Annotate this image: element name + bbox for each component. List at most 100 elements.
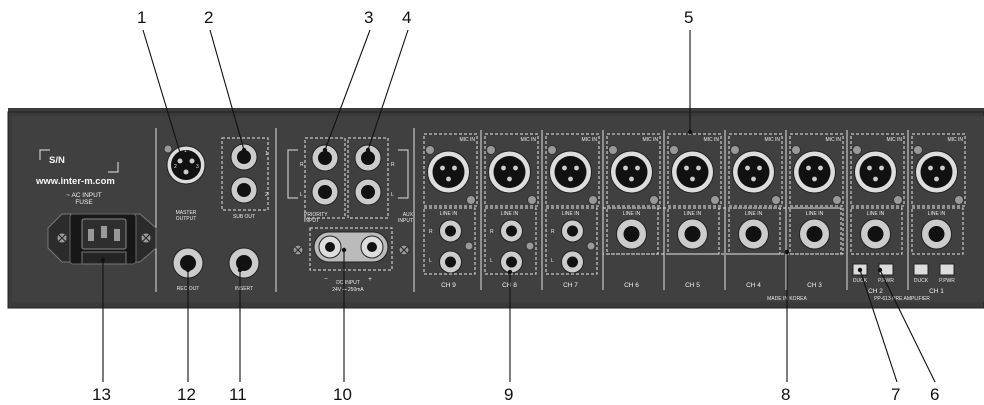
line-in-label-2: LINE IN <box>501 211 519 217</box>
pwr-switch-9 <box>939 263 955 276</box>
line-in-label-5: LINE IN <box>684 211 702 217</box>
aux-input-box <box>347 137 389 219</box>
aux-input-label: AUX <box>403 212 414 218</box>
aux-input-label-2: INPUT <box>398 218 413 224</box>
line-in-pin-l-2: L <box>490 258 493 264</box>
dc-plus-label: + <box>368 276 372 283</box>
master-output-label-2: OUTPUT <box>176 216 197 222</box>
sub-out-box <box>221 137 269 211</box>
callout-8: 8 <box>781 385 790 404</box>
callout-13: 13 <box>92 385 111 404</box>
callout-6: 6 <box>930 385 939 404</box>
duck-label-9: DUCK <box>914 278 929 284</box>
line-in-pin-r-3: R <box>551 229 555 235</box>
line-in-label-3: LINE IN <box>562 211 580 217</box>
line-in-label-8: LINE IN <box>867 211 885 217</box>
sub-out-pin-2: 2 <box>265 192 268 198</box>
panel-face <box>12 116 984 302</box>
line-in-label-9: LINE IN <box>928 211 946 217</box>
sub-out-label: SUB OUT <box>233 214 255 220</box>
mic-in-label-8: MIC IN <box>886 137 902 143</box>
channel-strip-5: MIC IN LINE IN CH 5 <box>663 130 722 290</box>
sub-out-jacks <box>230 143 258 204</box>
priority-pin-l: L <box>300 192 303 198</box>
aux-pin-l: L <box>391 192 394 198</box>
channel-strip-3: MIC IN LINE IN R L CH 7 <box>541 130 600 290</box>
callout-7: 7 <box>891 385 900 404</box>
website-label: www.inter-m.com <box>35 176 115 187</box>
master-output-label: MASTER <box>176 210 197 216</box>
line-in-label-4: LINE IN <box>623 211 641 217</box>
callout-11: 11 <box>229 385 247 404</box>
callout-12: 12 <box>177 385 196 404</box>
insert-label: INSERT <box>235 286 253 292</box>
mic-in-label-7: MIC IN <box>825 137 841 143</box>
leader-dots <box>100 129 883 275</box>
callout-2: 2 <box>204 8 213 27</box>
channel-strip-6: MIC IN LINE IN CH 4 <box>724 130 783 290</box>
pwr-label-8: P.PWR <box>878 278 894 284</box>
aux-bracket <box>398 149 409 199</box>
dc-input-label: DC INPUT <box>336 280 360 286</box>
channel-label-7: CH 3 <box>807 282 822 289</box>
line-in-pin-l-3: L <box>551 258 554 264</box>
xlr-pin-1: 1 <box>184 148 187 154</box>
channel-label-6: CH 4 <box>746 282 761 289</box>
line-in-pin-r-1: R <box>429 229 433 235</box>
priority-input-box <box>304 137 346 219</box>
channel-label-8: CH 2 <box>868 288 883 295</box>
priority-input-jacks <box>311 144 339 206</box>
callout-4: 4 <box>402 8 411 27</box>
priority-pin-r: R <box>300 162 304 168</box>
dc-input-jacks <box>292 231 410 263</box>
channel-label-1: CH 9 <box>441 282 456 289</box>
rec-out-jack <box>172 247 204 279</box>
line-in-label-1: LINE IN <box>440 211 458 217</box>
mono-line-in-group <box>602 207 844 255</box>
channel-label-3: CH 7 <box>563 282 578 289</box>
line-in-label-7: LINE IN <box>806 211 824 217</box>
ac-input-label: ~ AC INPUT <box>66 192 102 199</box>
section-dividers <box>155 128 415 292</box>
dc-input-box <box>309 227 393 271</box>
mic-in-label-9: MIC IN <box>947 137 963 143</box>
aux-pin-r: R <box>391 162 395 168</box>
mic-in-label-5: MIC IN <box>703 137 719 143</box>
channel-label-5: CH 5 <box>685 282 700 289</box>
ac-power-inlet <box>47 213 157 265</box>
priority-input-label-2: INPUT <box>304 218 319 224</box>
channel-strip-9: MIC IN LINE IN DUCK P.PWR CH 1 <box>907 130 966 295</box>
callout-10: 10 <box>333 385 352 404</box>
mic-in-label-2: MIC IN <box>520 137 536 143</box>
leader-lines <box>102 29 936 383</box>
serial-number-box <box>39 149 119 173</box>
callout-9: 9 <box>504 385 513 404</box>
mic-in-label-6: MIC IN <box>764 137 780 143</box>
channel-strip-7: MIC IN LINE IN CH 3 <box>785 130 844 290</box>
dc-minus-label: − <box>324 276 328 283</box>
xlr-pin-2: 2 <box>174 164 177 170</box>
line-in-label-6: LINE IN <box>745 211 763 217</box>
xlr-pin-3: 3 <box>196 164 199 170</box>
fuse-label: FUSE <box>75 199 93 206</box>
channel-strip-8: MIC IN LINE IN DUCK P.PWR CH 2 <box>846 130 905 295</box>
line-in-pin-l-1: L <box>429 258 432 264</box>
channel-label-9: CH 1 <box>929 288 944 295</box>
master-output-xlr <box>163 144 206 185</box>
priority-input-label: PRIORITY <box>304 212 328 218</box>
priority-bracket <box>287 149 298 199</box>
sn-label: S/N <box>49 155 65 166</box>
duck-switch-9 <box>913 263 929 276</box>
mic-in-label-3: MIC IN <box>581 137 597 143</box>
dc-spec-label: 24V ⎓ 250mA <box>332 287 364 293</box>
duck-label-8: DUCK <box>853 278 868 284</box>
callout-1: 1 <box>137 8 146 27</box>
pwr-label-9: P.PWR <box>939 278 955 284</box>
line-in-pin-r-2: R <box>490 229 494 235</box>
model-label: PP-613 PRE AMPLIFIER <box>874 296 930 302</box>
